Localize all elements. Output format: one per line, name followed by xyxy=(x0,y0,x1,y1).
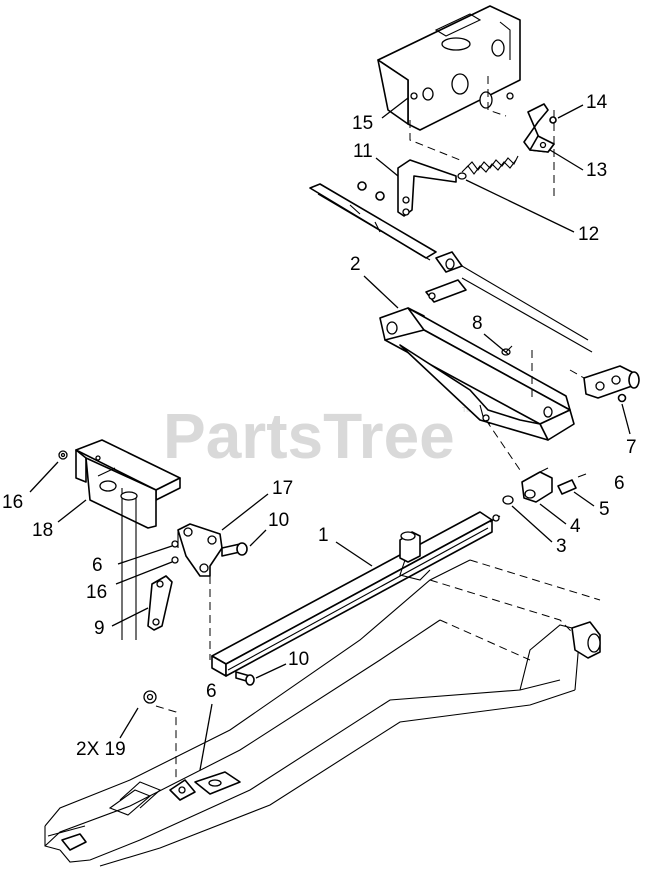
trailer-frame xyxy=(44,559,601,867)
assembly-line-clevis xyxy=(485,419,521,471)
callout-19: 2X 19 xyxy=(76,707,139,760)
callout-17: 17 xyxy=(221,478,293,531)
callout-18: 18 xyxy=(32,499,87,541)
callout-15: 15 xyxy=(352,97,409,134)
callout-16-upper: 16 xyxy=(2,461,59,513)
lever-11 xyxy=(357,159,457,217)
part-1-tongue-tube xyxy=(211,511,501,677)
watermark: PartsTree xyxy=(163,400,455,472)
callout-label-15: 15 xyxy=(352,113,373,134)
callout-label-17: 17 xyxy=(272,478,293,499)
bolt-10-lower xyxy=(235,671,255,686)
callout-label-1: 1 xyxy=(318,525,329,546)
bolt-10-upper xyxy=(221,542,248,557)
callout-label-5: 5 xyxy=(599,499,610,520)
clevis-4 xyxy=(521,467,553,503)
part-9-link-bar xyxy=(147,575,173,631)
callout-10-upper: 10 xyxy=(249,510,289,547)
callout-8: 8 xyxy=(472,313,509,355)
pin-6-upper xyxy=(577,473,587,478)
console-housing xyxy=(377,5,555,196)
callout-label-16-lower: 16 xyxy=(86,582,107,603)
callout-6-lower: 6 xyxy=(199,681,217,771)
watermark-trademark: TM xyxy=(462,407,472,414)
callout-label-9: 9 xyxy=(94,618,105,639)
callout-14: 14 xyxy=(557,92,608,119)
callout-13: 13 xyxy=(549,149,607,181)
part-2-crossbar-bracket xyxy=(379,307,575,441)
callout-1: 1 xyxy=(318,525,373,567)
callout-5: 5 xyxy=(573,491,610,520)
spring-12 xyxy=(457,155,519,180)
callout-label-6-middle: 6 xyxy=(92,555,103,576)
callout-label-10-lower: 10 xyxy=(288,649,309,670)
callout-label-8: 8 xyxy=(472,313,483,334)
callout-label-7: 7 xyxy=(626,437,637,458)
callout-7: 7 xyxy=(621,403,637,458)
callout-11: 11 xyxy=(353,141,399,177)
bracket-13 xyxy=(523,103,555,153)
callout-label-16-upper: 16 xyxy=(2,492,23,513)
callout-6-middle: 6 xyxy=(92,545,173,576)
bushing-3 xyxy=(502,495,514,505)
callout-label-6-lower: 6 xyxy=(206,681,217,702)
right-pivot-bracket xyxy=(569,365,640,399)
callout-2: 2 xyxy=(350,254,399,309)
callout-label-19: 2X 19 xyxy=(76,739,126,760)
callout-9: 9 xyxy=(94,607,149,639)
washer-16-upper-hole xyxy=(60,452,66,458)
callout-10-lower: 10 xyxy=(255,649,309,679)
callout-label-4: 4 xyxy=(570,516,581,537)
shaft-upper xyxy=(309,183,593,353)
assembly-line-washer xyxy=(155,705,177,780)
callout-12: 12 xyxy=(465,179,599,245)
pin-5 xyxy=(557,479,577,495)
callout-label-14: 14 xyxy=(586,92,608,113)
callout-label-18: 18 xyxy=(32,520,53,541)
callout-label-13: 13 xyxy=(586,160,607,181)
callout-6-right: 6 xyxy=(614,473,625,494)
callout-label-6-right: 6 xyxy=(614,473,625,494)
washer-19-hole xyxy=(146,693,154,701)
callout-3: 3 xyxy=(511,505,567,557)
callout-label-3: 3 xyxy=(556,536,567,557)
callout-4: 4 xyxy=(539,503,581,537)
callout-16-lower: 16 xyxy=(86,561,173,603)
callout-label-10-upper: 10 xyxy=(268,510,289,531)
part-17-hitch-bracket xyxy=(171,523,223,577)
callout-label-11: 11 xyxy=(353,141,373,162)
part-18-jack-mount xyxy=(75,439,181,640)
callout-label-2: 2 xyxy=(350,254,361,275)
nut-7 xyxy=(617,393,627,403)
bolt-14 xyxy=(549,116,557,124)
callout-label-12: 12 xyxy=(578,224,599,245)
